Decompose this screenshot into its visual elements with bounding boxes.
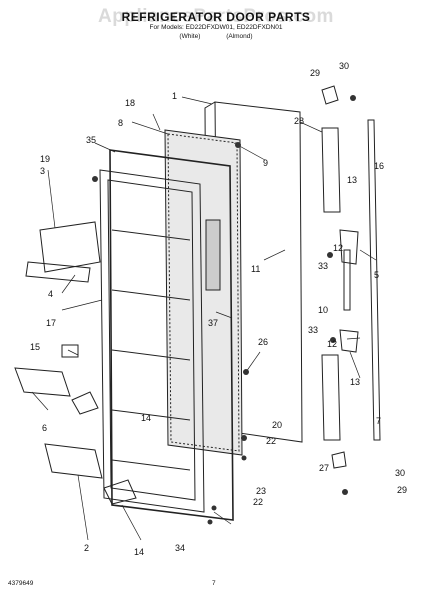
part-label: 23	[256, 486, 266, 496]
part-label: 1	[172, 91, 177, 101]
dairy-door-bracket	[25, 261, 91, 283]
part-label: 22	[266, 436, 276, 446]
part-label: 30	[339, 61, 349, 71]
hinge-lower	[339, 329, 359, 353]
part-label: 2	[84, 543, 89, 553]
part-label: 3	[40, 166, 45, 176]
part-label: 10	[318, 305, 328, 315]
screw-19	[92, 176, 98, 182]
shelf-endcap-upper	[71, 391, 99, 415]
shelf-endcap-lower	[103, 479, 137, 505]
part-label: 29	[397, 485, 407, 495]
door-gasket	[109, 149, 234, 521]
part-label: 26	[258, 337, 268, 347]
door-shelf-upper	[14, 367, 71, 397]
part-label: 34	[175, 543, 185, 553]
page-number: 7	[212, 580, 216, 587]
part-label: 8	[118, 118, 123, 128]
models-line: For Models: ED22DFXDW01, ED22DFXDN01	[149, 24, 283, 31]
color-white: (White)	[179, 33, 201, 40]
part-label: 37	[208, 318, 218, 328]
diagram-title: REFRIGERATOR DOOR PARTS	[121, 10, 311, 24]
part-label: 13	[350, 377, 360, 387]
part-label: 16	[374, 161, 384, 171]
door-stop-upper	[321, 127, 341, 213]
part-label: 9	[263, 158, 268, 168]
bottom-hinge-cap	[331, 451, 347, 469]
gasket-window	[205, 219, 221, 291]
watermark-text: AppliancePartsPros.com	[98, 6, 334, 27]
screw-30b	[342, 489, 348, 495]
document-number: 4379649	[8, 580, 34, 587]
door-clip	[61, 344, 79, 358]
part-label: 30	[395, 468, 405, 478]
part-label: 33	[308, 325, 318, 335]
part-label: 14	[134, 547, 144, 557]
part-label: 12	[327, 339, 337, 349]
part-label: 7	[376, 416, 381, 426]
part-label: 17	[46, 318, 56, 328]
screw-30	[350, 95, 356, 101]
stop-rod	[343, 249, 351, 311]
door-shelf-lower	[44, 443, 103, 479]
part-label: 33	[318, 261, 328, 271]
clip-26	[243, 369, 249, 375]
screw-33	[327, 252, 333, 258]
screw-33b	[330, 337, 336, 343]
part-label: 12	[333, 243, 343, 253]
part-label: 15	[30, 342, 40, 352]
door-foam-liner	[164, 129, 243, 456]
part-number-labels: 1234567891011121213131414151617181920222…	[30, 61, 407, 557]
hinge-upper	[339, 229, 359, 265]
door-handle-trim	[367, 119, 381, 441]
part-label: 20	[272, 420, 282, 430]
part-label: 11	[251, 264, 260, 274]
part-label: 29	[310, 68, 320, 78]
screw-22b	[211, 505, 217, 511]
part-label: 22	[253, 497, 263, 507]
part-label: 5	[374, 270, 379, 280]
screw-9	[235, 142, 241, 148]
dairy-door	[39, 221, 101, 273]
part-label: 18	[125, 98, 135, 108]
inner-door-liner	[99, 169, 205, 513]
screw-20	[241, 435, 247, 441]
part-label: 6	[42, 423, 47, 433]
part-label: 28	[294, 116, 304, 126]
top-hinge-cap	[321, 85, 339, 105]
door-stop-lower	[321, 354, 341, 441]
screw-22	[241, 455, 247, 461]
part-label: 14	[141, 413, 151, 423]
part-label: 35	[86, 135, 96, 145]
part-label: 27	[319, 463, 329, 473]
part-label: 13	[347, 175, 357, 185]
screw-34	[207, 519, 213, 525]
color-almond: (Almond)	[226, 33, 253, 40]
part-label: 19	[40, 154, 50, 164]
part-label: 4	[48, 289, 53, 299]
color-variants: (White) (Almond)	[0, 33, 432, 40]
